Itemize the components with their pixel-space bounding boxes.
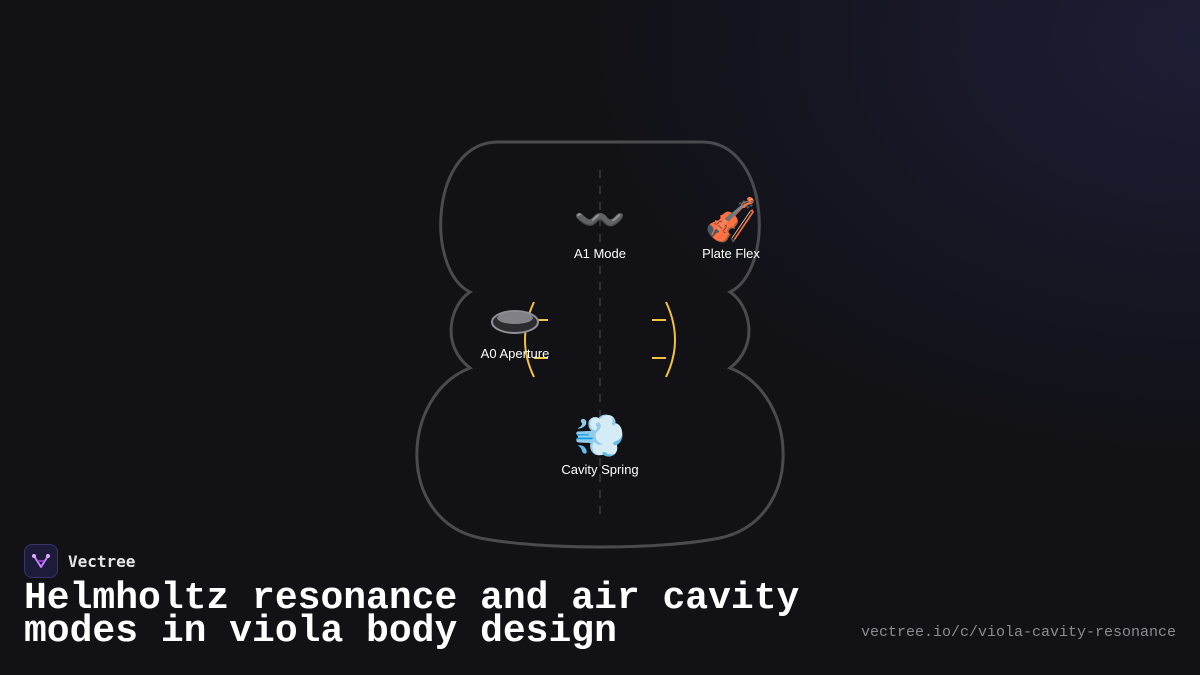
wave-icon: 〰️ [573, 195, 627, 244]
brand: Vectree [24, 544, 135, 578]
node-label: Cavity Spring [561, 462, 639, 477]
node-label: A1 Mode [573, 246, 627, 261]
vectree-logo-icon [24, 544, 58, 578]
node-label: A0 Aperture [480, 346, 550, 361]
right-f-hole [652, 301, 676, 378]
node-cavity-spring: 💨 Cavity Spring [530, 411, 670, 478]
node-plate-flex: 🎻 Plate Flex [661, 195, 801, 262]
node-label: Plate Flex [702, 246, 760, 261]
node-a0-aperture: A0 Aperture [445, 344, 585, 361]
source-url: vectree.io/c/viola-cavity-resonance [860, 624, 1176, 641]
viola-body-outline [415, 140, 785, 549]
brand-name: Vectree [68, 551, 136, 571]
page-title: Helmholtz resonance and air cavity modes… [24, 577, 800, 653]
violin-icon: 🎻 [704, 195, 758, 244]
wind-puff-icon: 💨 [573, 411, 627, 460]
node-a1-mode: 〰️ A1 Mode [530, 195, 670, 262]
a0-aperture-disc-icon [491, 310, 539, 334]
